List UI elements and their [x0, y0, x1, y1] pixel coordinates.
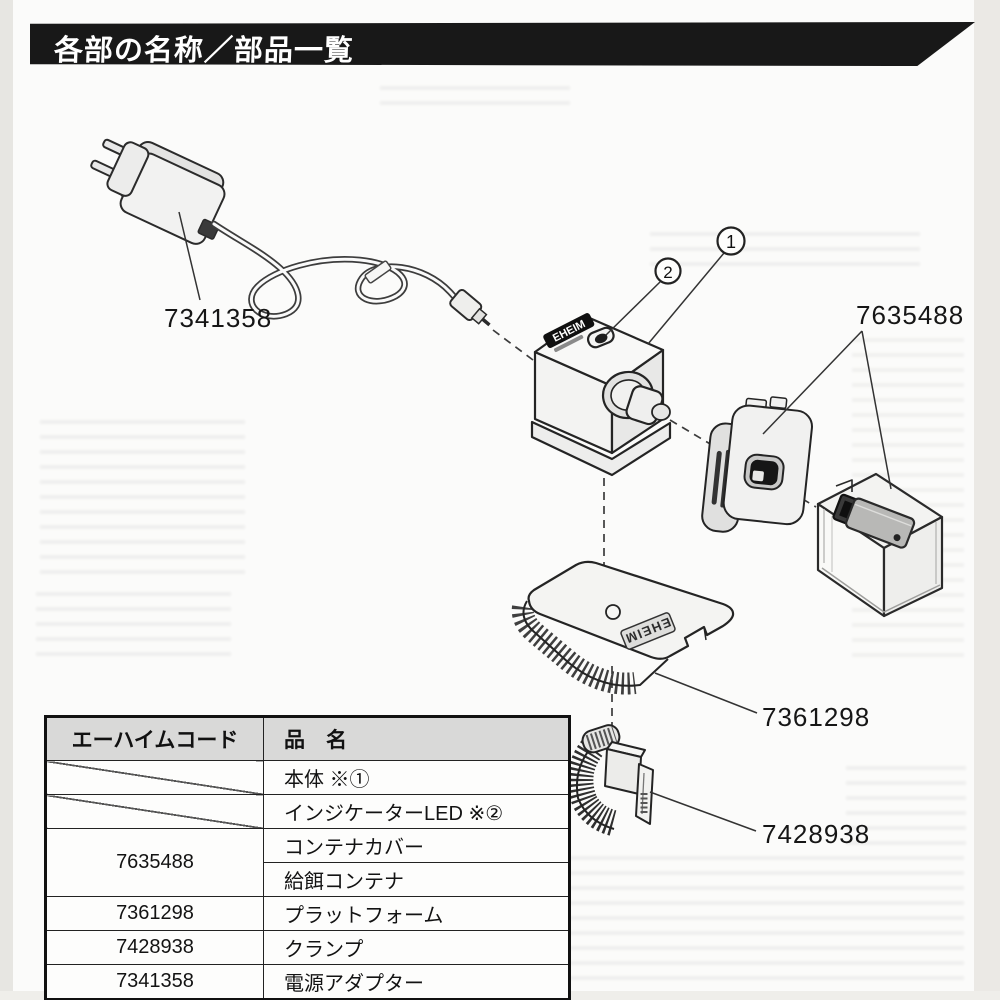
scan-edge-right — [974, 0, 1000, 1000]
code-cell: 7341358 — [45, 964, 264, 1000]
name-cell: 給餌コンテナ — [263, 862, 570, 897]
container-cover-illustration — [701, 396, 813, 533]
main-unit-illustration: EHEIM — [530, 313, 672, 477]
bleed-through-smudge — [36, 592, 231, 667]
bleed-through-smudge — [40, 420, 245, 580]
scan-edge-left — [0, 0, 13, 1000]
code-column-header: エーハイムコード — [45, 716, 264, 761]
table-header-row: エーハイムコード 品 名 — [45, 716, 570, 761]
code-cell — [45, 794, 264, 829]
dc-plug — [449, 288, 491, 327]
bleed-through-smudge — [846, 766, 966, 846]
bleed-through-smudge — [556, 856, 964, 982]
name-cell: 本体 ※① — [263, 760, 570, 795]
bleed-through-smudge — [380, 86, 570, 108]
unit-base — [530, 420, 672, 477]
drive-shaft — [601, 370, 671, 426]
name-cell: プラットフォーム — [263, 896, 570, 931]
callout-2: 2 — [654, 257, 682, 285]
platform-code-label: 7361298 — [762, 702, 870, 732]
name-cell: 電源アダプター — [263, 964, 570, 1000]
table-row: 7361298 プラットフォーム — [45, 896, 570, 931]
name-cell: コンテナカバー — [263, 828, 570, 863]
platform-hole — [605, 604, 621, 620]
parts-table: エーハイムコード 品 名 本体 ※① インジケーターLED ※② 7635488… — [44, 715, 571, 1000]
platform-illustration: EHEIM — [511, 560, 735, 695]
platform-logo-plate: EHEIM — [620, 612, 676, 650]
section-title-banner: 各部の名称／部品一覧 — [30, 22, 975, 66]
svg-text:1: 1 — [726, 232, 736, 252]
bleed-through-smudge — [650, 232, 920, 266]
name-cell: クランプ — [263, 930, 570, 965]
platform-ribs — [511, 605, 637, 695]
code-cell: 7428938 — [45, 930, 264, 965]
table-row: 7428938 クランプ — [45, 930, 570, 965]
power-adapter-code-label: 7341358 — [164, 303, 272, 333]
led-indicator — [586, 326, 615, 349]
table-row: 7635488 コンテナカバー — [45, 828, 570, 897]
table-row: インジケーターLED ※② — [45, 794, 570, 829]
name-cell: インジケーターLED ※② — [263, 794, 570, 829]
feed-container-illustration — [816, 472, 944, 618]
container-slider — [832, 493, 916, 549]
table-row: 給餌コンテナ — [46, 862, 570, 897]
clamp-ribs — [567, 740, 617, 836]
container-notch — [835, 479, 853, 492]
leader-lines — [178, 211, 892, 832]
clamp-code-label: 7428938 — [762, 819, 870, 849]
clamp-illustration — [567, 724, 654, 836]
power-adapter-illustration — [90, 138, 226, 245]
code-cell: 7361298 — [45, 896, 264, 931]
table-row: 本体 ※① — [45, 760, 570, 795]
container-set-code-label: 7635488 — [856, 300, 964, 330]
power-cable — [210, 220, 491, 327]
name-column-header: 品 名 — [263, 716, 570, 761]
svg-text:2: 2 — [663, 263, 672, 282]
code-cell: 7635488 — [45, 828, 264, 897]
callout-1: 1 — [716, 226, 746, 256]
table-row: 7341358 電源アダプター — [45, 964, 570, 1000]
cable-tie — [364, 260, 392, 284]
code-cell — [45, 760, 264, 795]
